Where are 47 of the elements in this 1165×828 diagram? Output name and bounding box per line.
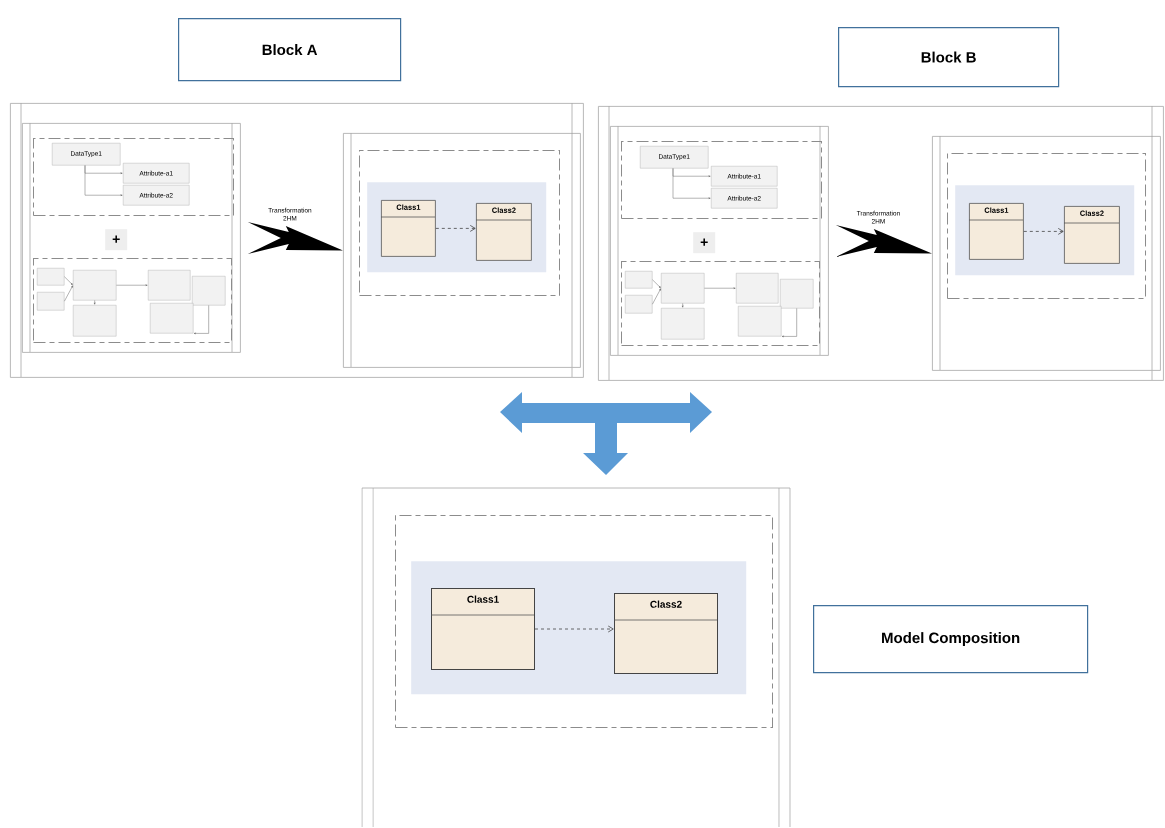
element-box <box>37 292 65 311</box>
transformation-arrow <box>247 221 343 254</box>
connector-arrow <box>64 285 73 302</box>
connector-arrow <box>84 165 123 196</box>
element-box <box>73 305 117 337</box>
element-box <box>625 271 653 289</box>
element-box <box>780 279 814 309</box>
dependency-arrow <box>435 225 476 232</box>
element-box <box>148 270 191 301</box>
group-frame <box>947 153 1146 299</box>
element-box <box>37 268 65 286</box>
group-frame <box>621 141 822 219</box>
connector-arrow <box>781 308 797 338</box>
element-box <box>73 270 117 301</box>
connector-arrow <box>652 288 661 305</box>
element-box <box>661 308 705 340</box>
plus-sign: + <box>105 229 128 251</box>
transformation-arrow <box>835 224 932 257</box>
class-box: Class1 <box>430 588 535 670</box>
connector-arrow <box>652 279 661 288</box>
group-frame <box>359 150 560 296</box>
connector-arrow <box>193 305 209 335</box>
title-box: Model Composition <box>813 605 1089 674</box>
group-frame <box>33 258 232 343</box>
element-box <box>150 303 194 334</box>
element-box <box>736 273 779 304</box>
connector-arrow <box>64 276 73 285</box>
group-frame <box>395 515 773 728</box>
connector-arrow <box>704 287 736 289</box>
title-box: Block B <box>838 27 1060 88</box>
dependency-arrow <box>534 625 614 633</box>
element-box <box>625 295 653 314</box>
element-box <box>661 273 705 304</box>
block-arrow <box>500 392 712 475</box>
connector-arrow <box>93 300 96 305</box>
plus-sign: + <box>693 232 716 254</box>
connector-arrow <box>681 303 684 308</box>
connector-arrow <box>672 168 711 199</box>
group-frame <box>621 261 820 346</box>
group-frame <box>33 138 234 216</box>
class-box: Class2 <box>613 593 718 674</box>
dependency-arrow <box>1023 228 1064 235</box>
element-box <box>738 306 782 337</box>
title-box: Block A <box>178 18 402 82</box>
element-box <box>192 276 226 306</box>
panel-frame <box>361 487 791 828</box>
connector-arrow <box>116 284 148 286</box>
